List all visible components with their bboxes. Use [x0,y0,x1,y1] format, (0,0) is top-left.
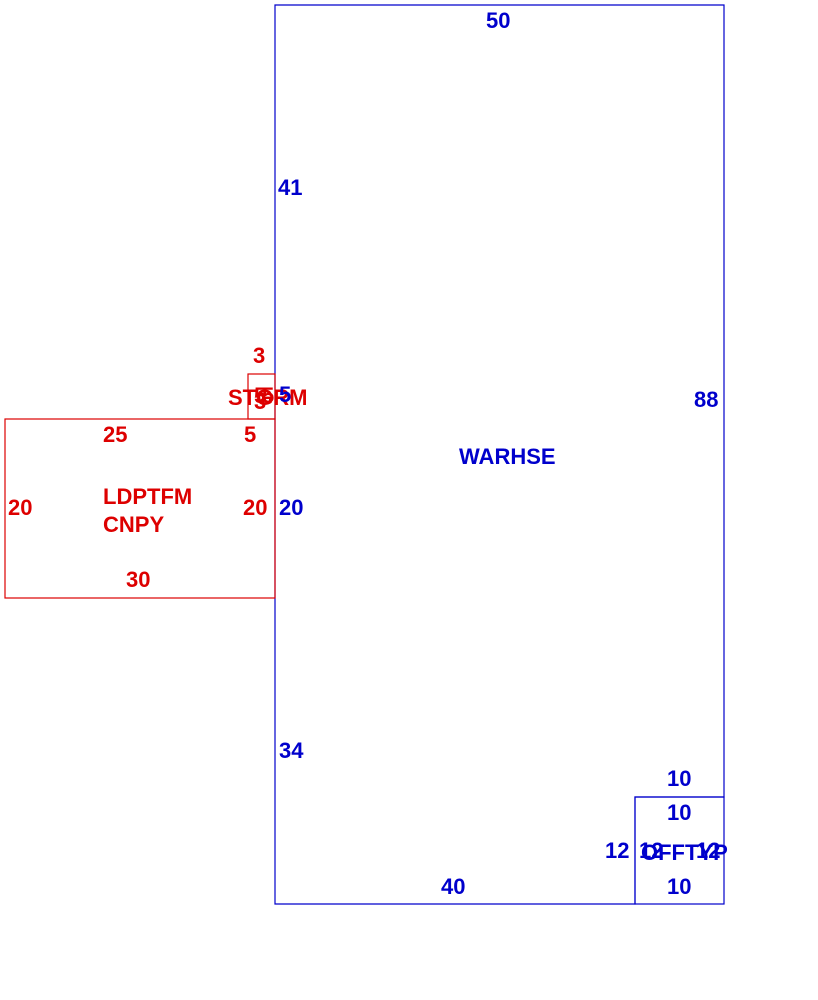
warehouse-left-upper-dimension: 41 [278,175,302,200]
canopy-left-dimension: 20 [8,495,32,520]
canopy-right-dimension: 20 [243,495,267,520]
storage-side-a-dimension: 5 [254,383,266,408]
warehouse-top-dimension: 50 [486,8,510,33]
warehouse-right-dimension: 88 [694,387,718,412]
storage-name-label: STGRM [228,385,307,410]
warehouse-bottom-dimension: 40 [441,874,465,899]
warehouse-right-lower-dimension: 10 [667,766,691,791]
storage-side-c-dimension: 3 [254,389,266,414]
warehouse-left-mid-dimension: 20 [279,495,303,520]
canopy-name-line2: CNPY [103,512,164,537]
office-right-dimension: 12 [696,838,720,863]
office-outline [634,796,725,905]
storage-bottom-dimension: 5 [244,422,256,447]
office-name-label: OFFTYP [641,840,728,865]
office-left-inner-dimension: 12 [639,838,663,863]
canopy-name-line1: LDPTFM [103,484,192,509]
storage-side-b-dimension: 5 [262,383,274,408]
warehouse-left-lower-dimension: 34 [279,738,304,763]
storage-top-dimension: 3 [253,343,265,368]
storage-side-d-dimension: 5 [279,382,291,407]
office-left-outer-dimension: 12 [605,838,629,863]
warehouse-name-label: WARHSE [459,444,556,469]
canopy-top-dimension: 25 [103,422,127,447]
office-top-dimension: 10 [667,800,691,825]
storage-outline [247,373,276,420]
canopy-bottom-dimension: 30 [126,567,150,592]
canopy-outline [4,418,276,599]
office-bottom-dimension: 10 [667,874,691,899]
